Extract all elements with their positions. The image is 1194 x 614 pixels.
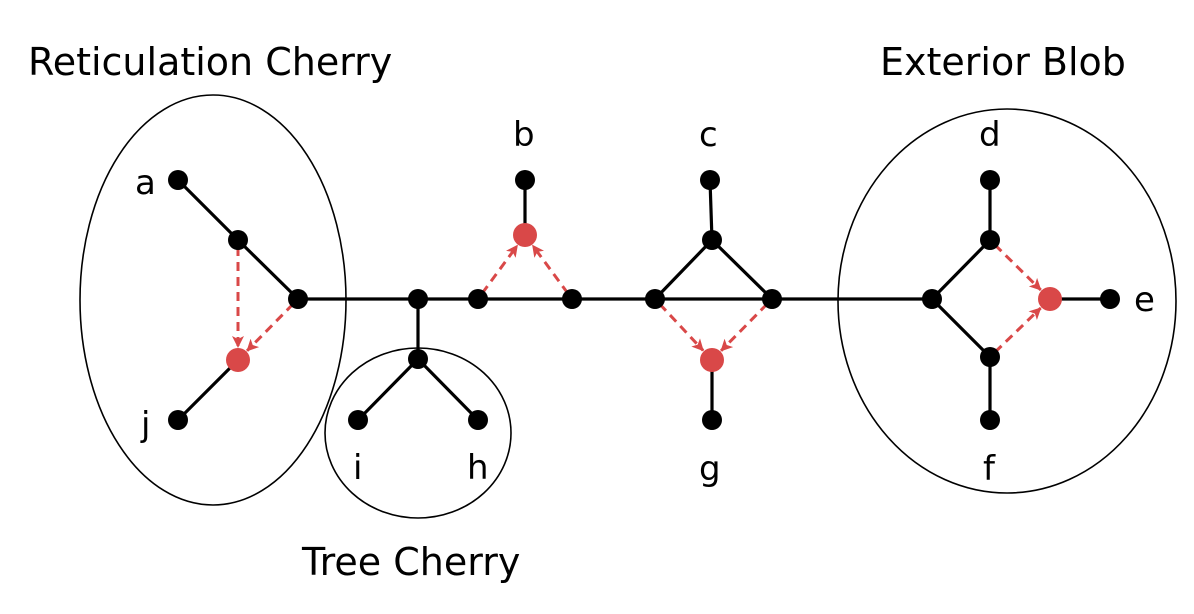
reticulation-edge-y3-r4: [993, 306, 1042, 354]
reticulation-node-r4: [1038, 287, 1062, 311]
tree-edge-a-u1: [176, 178, 240, 242]
tree-edge-r1-j: [176, 358, 240, 422]
nodes-layer: [168, 170, 1120, 430]
reticulation-edge-x3-r3: [720, 302, 769, 352]
tree-cherry-title: Tree Cherry: [301, 540, 520, 584]
tree-node-w1: [468, 289, 488, 309]
tree-node-g: [702, 410, 722, 430]
tree-node-a: [168, 170, 188, 190]
leaf-label-g: g: [699, 449, 721, 489]
tree-edge-y1-y3: [930, 297, 992, 359]
tree-node-e: [1100, 289, 1120, 309]
tree-edge-x2-x3: [710, 238, 774, 301]
tree-edge-v2-h: [416, 357, 480, 422]
tree-node-j: [168, 410, 188, 430]
reticulation-edge-y2-r4: [993, 243, 1042, 291]
reticulation-edge-w2-r2: [531, 244, 570, 295]
leaf-label-b: b: [513, 115, 535, 155]
exterior-blob-outline: [837, 108, 1177, 494]
reticulation-edge-w1-r2: [480, 244, 519, 295]
leaf-label-j: j: [140, 405, 150, 445]
reticulation-cherry-title: Reticulation Cherry: [28, 40, 392, 84]
tree-node-u1: [228, 230, 248, 250]
leaf-label-i: i: [353, 448, 362, 488]
tree-node-d: [980, 170, 1000, 190]
tree-node-v2: [408, 349, 428, 369]
tree-node-w2: [562, 289, 582, 309]
tree-node-x2: [702, 230, 722, 250]
reticulation-node-r1: [226, 348, 250, 372]
tree-node-u2: [288, 289, 308, 309]
tree-edge-u1-u2: [236, 238, 300, 301]
leaf-label-h: h: [467, 448, 489, 488]
leaf-label-e: e: [1134, 280, 1155, 320]
tree-node-h: [468, 410, 488, 430]
reticulation-node-r2: [513, 223, 537, 247]
reticulation-node-r3: [700, 348, 724, 372]
tree-edge-y1-y2: [930, 238, 992, 301]
leaf-label-a: a: [135, 163, 156, 203]
tree-cherry-outline: [324, 347, 512, 519]
leaf-label-c: c: [699, 115, 718, 155]
tree-edge-x2-c: [708, 179, 714, 241]
tree-node-x3: [762, 289, 782, 309]
exterior-blob-title: Exterior Blob: [880, 40, 1126, 84]
tree-edge-x1-x2: [653, 238, 714, 301]
reticulation-edge-x1-r3: [658, 303, 705, 352]
tree-node-c: [700, 170, 720, 190]
leaf-label-d: d: [979, 115, 1001, 155]
tree-node-y1: [922, 289, 942, 309]
tree-node-y2: [980, 230, 1000, 250]
tree-node-v1: [408, 289, 428, 309]
tree-node-i: [348, 410, 368, 430]
tree-edge-v2-i: [356, 357, 420, 422]
reticulation-edge-u2-r1: [246, 302, 295, 352]
tree-node-y3: [980, 347, 1000, 367]
edges-layer: [176, 178, 1110, 422]
leaf-label-f: f: [983, 449, 996, 489]
tree-node-f: [980, 410, 1000, 430]
tree-node-b: [515, 170, 535, 190]
tree-node-x1: [645, 289, 665, 309]
